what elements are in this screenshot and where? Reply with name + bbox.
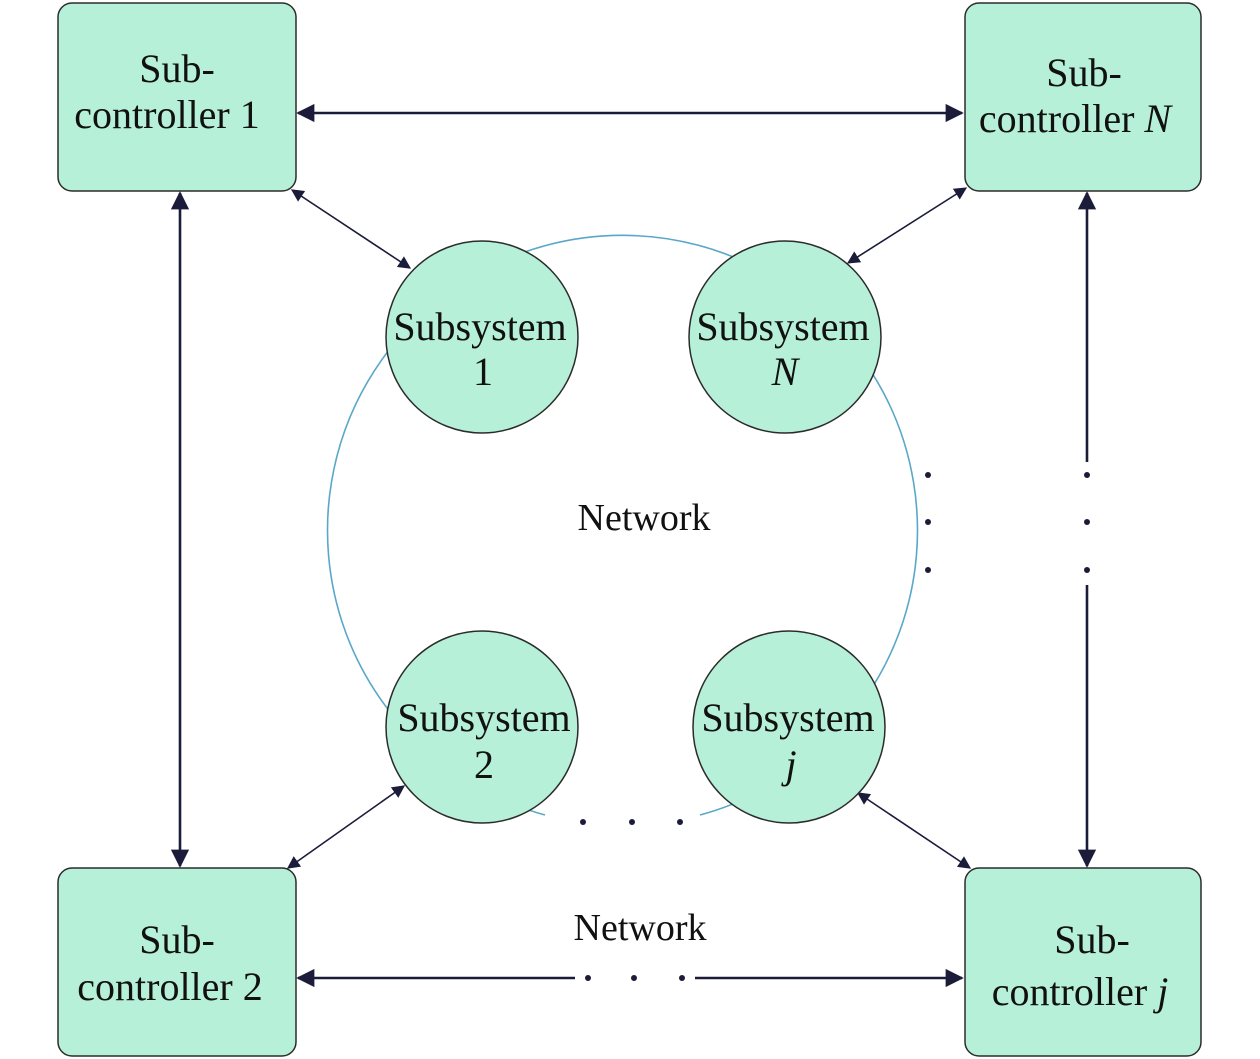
link-c1-s1 — [290, 189, 412, 269]
svg-text:1: 1 — [473, 349, 493, 394]
svg-text:controller 2: controller 2 — [77, 964, 263, 1009]
svg-text:2: 2 — [474, 742, 494, 787]
svg-text:Subsystem: Subsystem — [696, 304, 869, 349]
ring-right-dots — [925, 472, 931, 573]
svg-text:controller j: controller j — [992, 969, 1169, 1014]
svg-text:controller N: controller N — [979, 96, 1174, 141]
svg-text:controller 1: controller 1 — [74, 92, 260, 137]
svg-text:Sub-: Sub- — [139, 917, 215, 962]
subsystem-1: Subsystem 1 — [385, 240, 579, 434]
svg-text:Sub-: Sub- — [1054, 917, 1130, 962]
ring-bottom-dots — [580, 819, 683, 825]
svg-text:N: N — [771, 349, 801, 394]
subsystem-j: Subsystem j — [692, 630, 886, 824]
link-c2-cj-dots — [585, 975, 685, 981]
link-cN-s-N — [846, 187, 968, 264]
subcontroller-1: Sub- controller 1 — [57, 2, 297, 192]
link-c2-s2 — [286, 785, 406, 869]
svg-text:Sub-: Sub- — [1046, 50, 1122, 95]
link-cN-cj-dots — [1084, 472, 1090, 573]
subcontroller-j: Sub- controller j — [964, 867, 1202, 1057]
subsystem-N: Subsystem N — [688, 240, 882, 434]
subsystem-2: Subsystem 2 — [385, 630, 579, 824]
network-label-outer: Network — [574, 907, 707, 949]
network-ring — [326, 234, 919, 816]
network-label-inner: Network — [578, 497, 711, 539]
subcontroller-N: Sub- controller N — [964, 2, 1202, 192]
svg-text:Sub-: Sub- — [139, 46, 215, 91]
svg-text:j: j — [780, 742, 796, 787]
subcontroller-2: Sub- controller 2 — [57, 867, 297, 1057]
svg-text:Subsystem: Subsystem — [701, 695, 874, 740]
svg-text:Subsystem: Subsystem — [393, 304, 566, 349]
svg-text:Subsystem: Subsystem — [397, 695, 570, 740]
link-cj-sj — [856, 792, 972, 869]
